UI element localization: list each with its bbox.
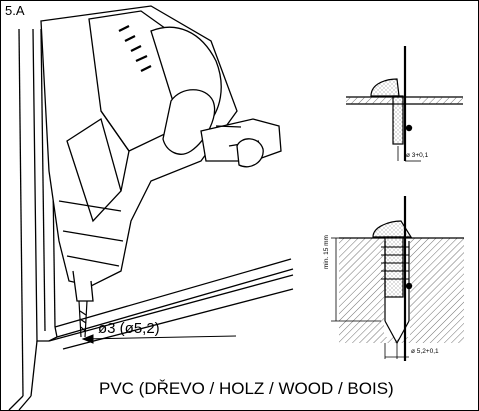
drill-dimension-leader xyxy=(81,334,237,344)
drill-diameter-label: ø3 (ø5,2) xyxy=(98,320,160,337)
material-label: PVC (DŘEVO / HOLZ / WOOD / BOIS) xyxy=(99,379,394,398)
drill-bit xyxy=(78,300,88,338)
hand xyxy=(150,26,282,168)
min-depth-dimension: min. 15 mm xyxy=(323,235,330,269)
detail-top xyxy=(346,46,463,162)
bottom-drill-dimension: ø 5,2+0,1 xyxy=(411,348,439,355)
detail-bottom xyxy=(331,196,464,361)
step-label: 5.A xyxy=(5,3,25,18)
top-drill-dimension: ø 3+0,1 xyxy=(406,152,429,159)
